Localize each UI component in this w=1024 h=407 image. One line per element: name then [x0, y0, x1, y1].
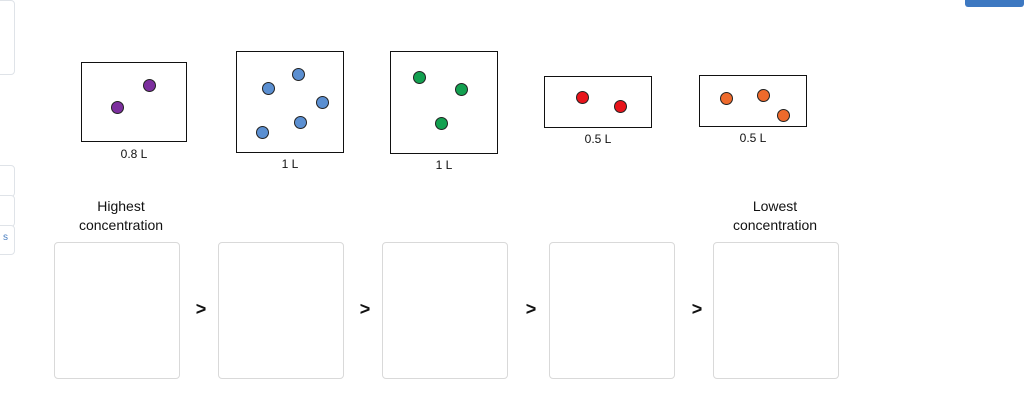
side-tab-3[interactable]	[0, 195, 15, 227]
container-4	[544, 76, 652, 128]
greater-than-sign: >	[525, 299, 537, 319]
particle	[576, 91, 589, 104]
volume-label-5: 0.5 L	[739, 131, 767, 145]
container-1	[81, 62, 187, 142]
greater-than-sign: >	[691, 299, 703, 319]
greater-than-sign: >	[359, 299, 371, 319]
particle	[256, 126, 269, 139]
particle	[614, 100, 627, 113]
highest-concentration-label: Highest concentration	[78, 198, 164, 233]
particle	[111, 101, 124, 114]
rank-slot-2[interactable]	[218, 242, 344, 379]
top-action-button[interactable]	[965, 0, 1024, 7]
lowest-concentration-label: Lowest concentration	[732, 198, 818, 233]
particle	[292, 68, 305, 81]
side-tab-4[interactable]: s	[0, 225, 15, 255]
volume-label-4: 0.5 L	[584, 132, 612, 146]
side-tab-2[interactable]	[0, 165, 15, 197]
particle	[720, 92, 733, 105]
volume-label-3: 1 L	[435, 158, 453, 172]
container-3	[390, 51, 498, 154]
volume-label-2: 1 L	[281, 157, 299, 171]
particle	[413, 71, 426, 84]
container-5	[699, 75, 807, 127]
rank-slot-4[interactable]	[549, 242, 675, 379]
particle	[262, 82, 275, 95]
container-2	[236, 51, 344, 153]
greater-than-sign: >	[195, 299, 207, 319]
particle	[316, 96, 329, 109]
particle	[435, 117, 448, 130]
rank-slot-1[interactable]	[54, 242, 180, 379]
rank-slot-3[interactable]	[382, 242, 508, 379]
particle	[777, 109, 790, 122]
side-tab-1[interactable]	[0, 0, 15, 75]
particle	[294, 116, 307, 129]
particle	[143, 79, 156, 92]
particle	[757, 89, 770, 102]
particle	[455, 83, 468, 96]
rank-slot-5[interactable]	[713, 242, 839, 379]
side-tab-glyph: s	[3, 232, 8, 243]
volume-label-1: 0.8 L	[120, 147, 148, 161]
